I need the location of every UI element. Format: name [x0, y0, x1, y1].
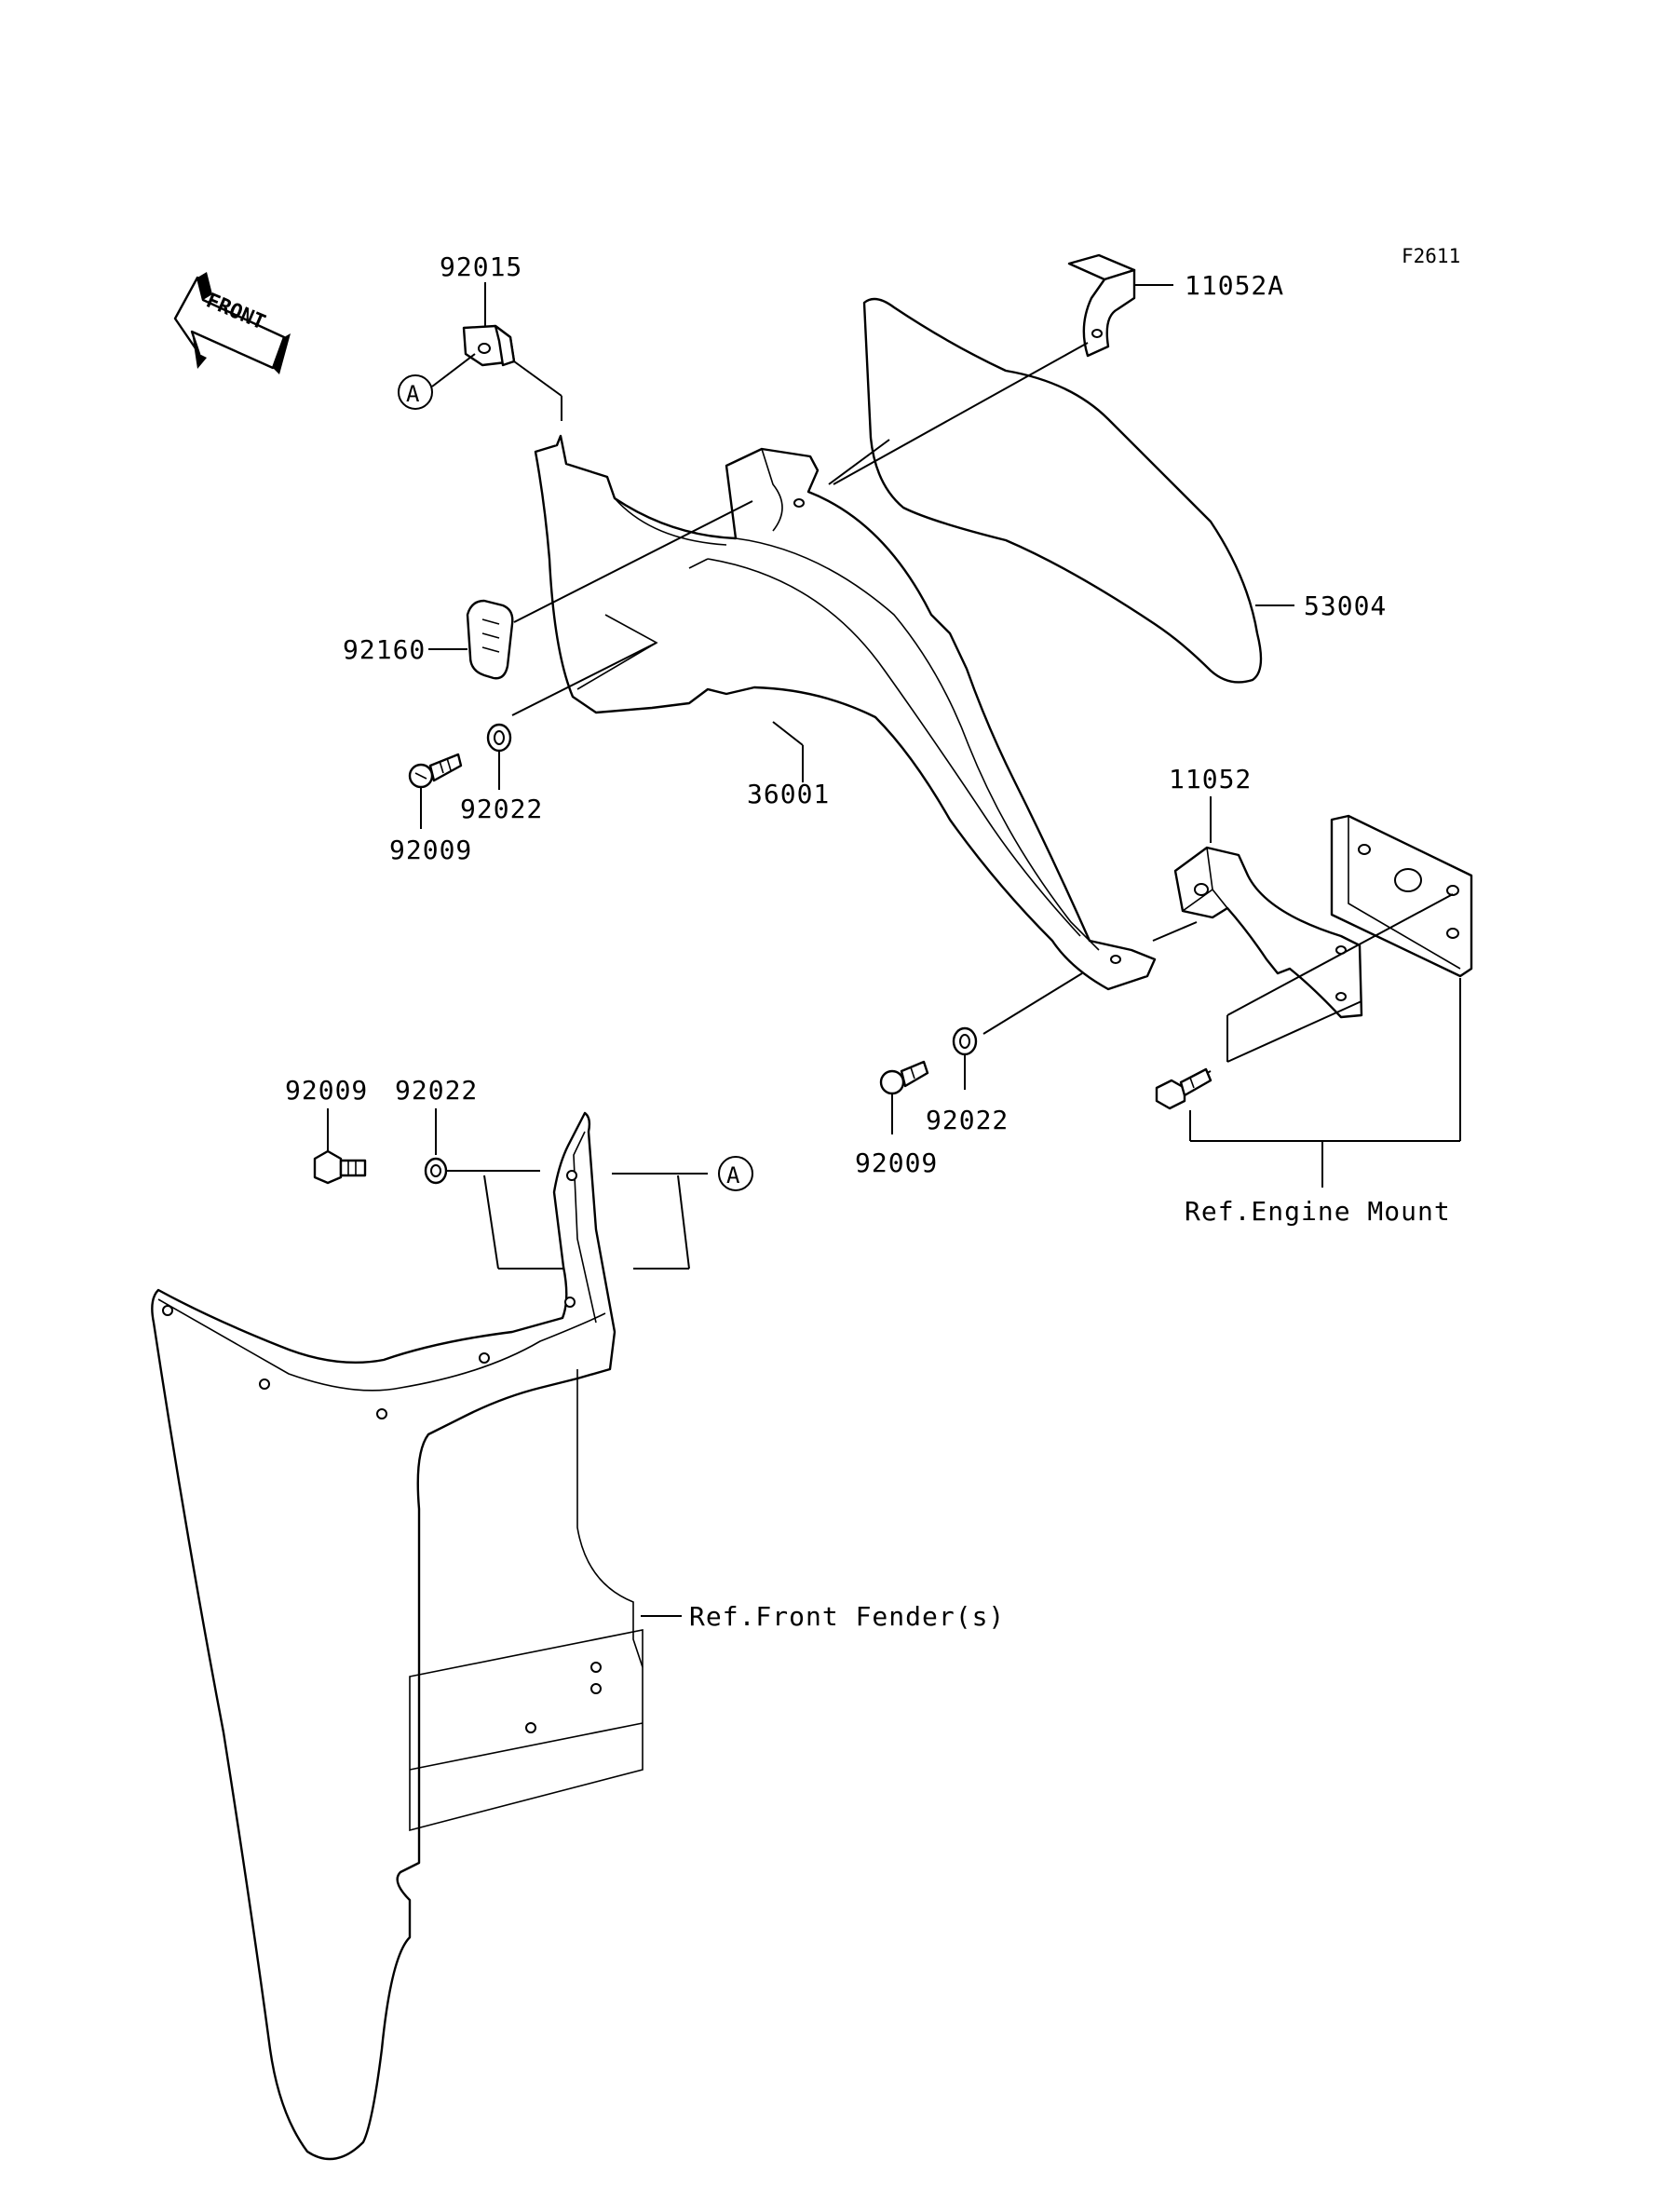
callout-92022-low: 92022	[395, 1075, 478, 1106]
part-engine-mount-bolt	[1155, 1067, 1213, 1110]
callout-92009-top: 92009	[389, 835, 472, 865]
ref-circle-a-top: A	[398, 374, 433, 410]
callout-11052a: 11052A	[1185, 270, 1284, 301]
callout-92015: 92015	[440, 251, 522, 282]
svg-text:A: A	[406, 381, 420, 407]
part-92009-bolt-mid	[879, 1060, 929, 1095]
part-92160-grommet	[466, 599, 514, 680]
callout-92022-mid: 92022	[926, 1105, 1009, 1135]
part-11052-bracket	[1173, 846, 1363, 1019]
ref-front-fender-label: Ref.Front Fender(s)	[689, 1601, 1005, 1632]
part-92009-bolt-top	[408, 753, 463, 789]
callout-53004: 53004	[1304, 591, 1387, 621]
svg-text:A: A	[726, 1162, 740, 1188]
front-direction-arrow-icon: FRONT	[173, 272, 291, 374]
ref-circle-a-lower: A	[718, 1156, 753, 1191]
part-92009-bolt-low	[313, 1149, 367, 1185]
ref-engine-mount-plate	[1330, 814, 1473, 978]
part-92015-clip-nut	[462, 324, 562, 421]
ref-front-fender	[151, 1111, 644, 2161]
part-53004-shield	[862, 297, 1263, 684]
part-92022-washer-low	[424, 1157, 448, 1185]
part-36001-cover	[534, 434, 1157, 991]
callout-36001: 36001	[747, 779, 830, 809]
part-92022-washer-mid	[952, 1026, 978, 1056]
ref-engine-mount: Ref.Engine Mount	[1185, 1196, 1451, 1227]
callout-11052: 11052	[1169, 764, 1252, 794]
callout-92009-low: 92009	[285, 1075, 368, 1106]
callout-92160: 92160	[343, 634, 426, 665]
callout-92022-top: 92022	[460, 794, 543, 824]
callout-92009-mid: 92009	[855, 1148, 938, 1178]
part-11052a-bracket	[1067, 253, 1136, 358]
part-92022-washer-top	[486, 723, 512, 753]
figure-code: F2611	[1402, 245, 1460, 267]
